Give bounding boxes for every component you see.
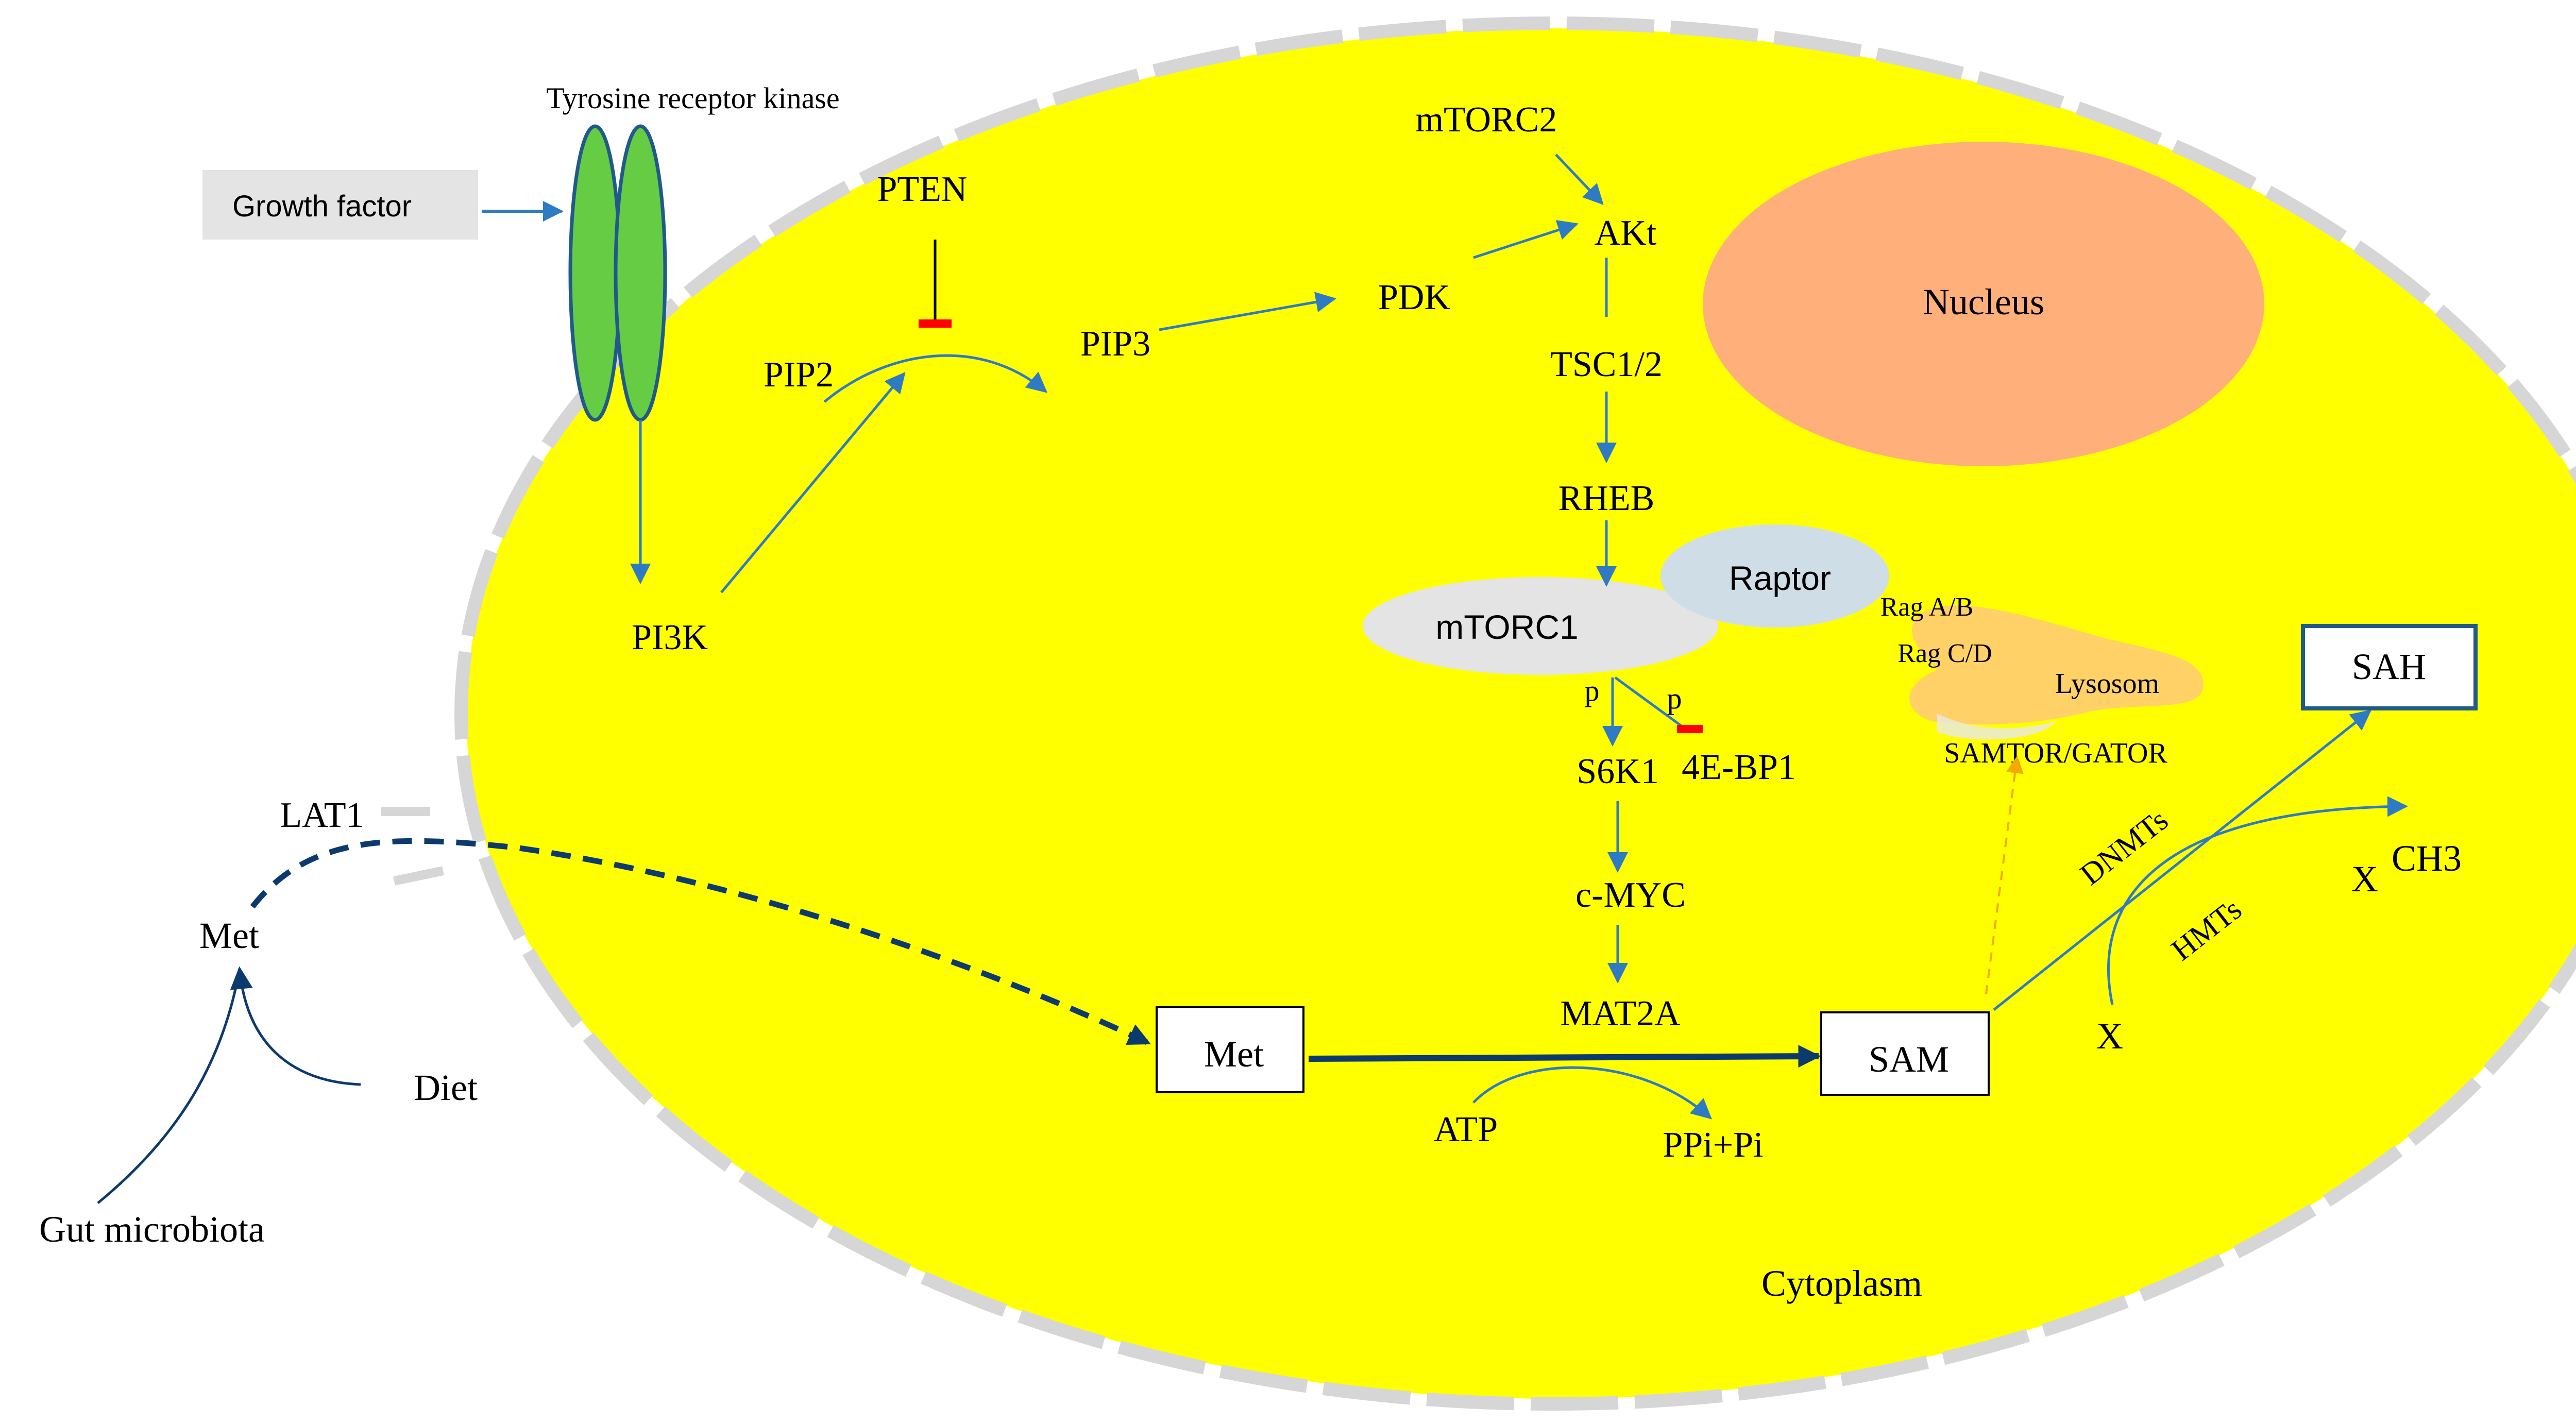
mtorc1-label: mTORC1 <box>1435 608 1578 646</box>
pip2-label: PIP2 <box>764 355 834 395</box>
pdk-to-akt-arrow <box>1473 220 1579 259</box>
mtorc2-label: mTORC2 <box>1416 100 1557 140</box>
x-to-xch3-arrow <box>2107 796 2408 1005</box>
gut-microbiota-to-met-curve <box>97 968 241 1204</box>
sah-box-label: SAH <box>2352 646 2426 687</box>
x-substrate-label: X <box>2096 1015 2123 1057</box>
growth-factor-box <box>202 170 478 240</box>
mtorc2-to-akt-arrow <box>1555 154 1604 205</box>
phosphorylation-p-left: p <box>1585 674 1600 707</box>
xch3-ch3-label: CH3 <box>2392 838 2462 879</box>
sam-box <box>1820 1011 1990 1096</box>
atp-label: ATP <box>1434 1110 1498 1149</box>
rag-ab-label: Rag A/B <box>1880 592 1974 622</box>
tsc-label: TSC1/2 <box>1550 345 1663 384</box>
pip3-to-pdk-arrow <box>1159 292 1336 331</box>
atp-to-ppi-arrow <box>1472 1066 1712 1120</box>
pten-label: PTEN <box>877 170 968 209</box>
growth-factor-label: Growth factor <box>232 190 412 223</box>
lat1-label: LAT1 <box>280 795 364 835</box>
met-transport-dashed-arrow <box>250 838 1151 1046</box>
ppi-pi-label: PPi+Pi <box>1663 1125 1763 1165</box>
akt-label: AKt <box>1595 213 1657 253</box>
sam-box-label: SAM <box>1869 1039 1949 1080</box>
sam-to-samtor-dashed-arrow <box>1985 755 2024 995</box>
raptor-complex <box>1660 524 1889 628</box>
samtor-gator-label: SAMTOR/GATOR <box>1944 737 2167 769</box>
nucleus-label: Nucleus <box>1923 281 2044 323</box>
lat1-channel-lower <box>393 866 444 886</box>
rheb-label: RHEB <box>1558 479 1655 518</box>
met-box-label: Met <box>1204 1034 1264 1075</box>
diet-to-met-arrow <box>230 966 361 1086</box>
mtorc1-complex <box>1363 577 1718 675</box>
cmyc-label: c-MYC <box>1575 875 1686 915</box>
mat2a-label: MAT2A <box>1560 994 1681 1034</box>
receptor-right-subunit <box>614 124 667 422</box>
sam-to-sah-arrow <box>1993 709 2372 1011</box>
gut-microbiota-label: Gut microbiota <box>39 1209 265 1250</box>
cell-membrane <box>454 16 2576 1411</box>
cytoplasm-label: Cytoplasm <box>1761 1263 1922 1304</box>
raptor-label: Raptor <box>1729 559 1831 597</box>
pip2-to-pip3-arrow <box>823 354 1048 403</box>
met-extracellular-label: Met <box>199 915 259 956</box>
lysosome-base <box>1937 714 2056 740</box>
s6k1-label: S6K1 <box>1577 752 1658 791</box>
xch3-x-label: X <box>2351 858 2378 900</box>
sah-box <box>2301 624 2478 710</box>
lysosome-label: Lysosom <box>2055 668 2159 700</box>
diet-label: Diet <box>414 1067 478 1108</box>
met-to-sam-arrow <box>1308 1045 1821 1068</box>
pip3-label: PIP3 <box>1080 324 1150 364</box>
nucleus <box>1703 142 2264 466</box>
tyrosine-receptor-kinase-label: Tyrosine receptor kinase <box>546 81 839 115</box>
pi3k-to-pip-conversion-arrow <box>720 371 906 594</box>
pdk-label: PDK <box>1378 278 1450 317</box>
rag-cd-label: Rag C/D <box>1897 639 1992 668</box>
4ebp1-label: 4E-BP1 <box>1682 748 1796 787</box>
met-box <box>1156 1006 1304 1093</box>
pi3k-label: PI3K <box>632 618 708 657</box>
mtorc1-to-4ebp1-line <box>1614 676 1683 728</box>
phosphorylation-p-right: p <box>1667 682 1682 715</box>
lysosome <box>1909 605 2204 725</box>
cell-cytoplasm <box>466 28 2576 1399</box>
receptor-left-subunit <box>568 124 622 422</box>
